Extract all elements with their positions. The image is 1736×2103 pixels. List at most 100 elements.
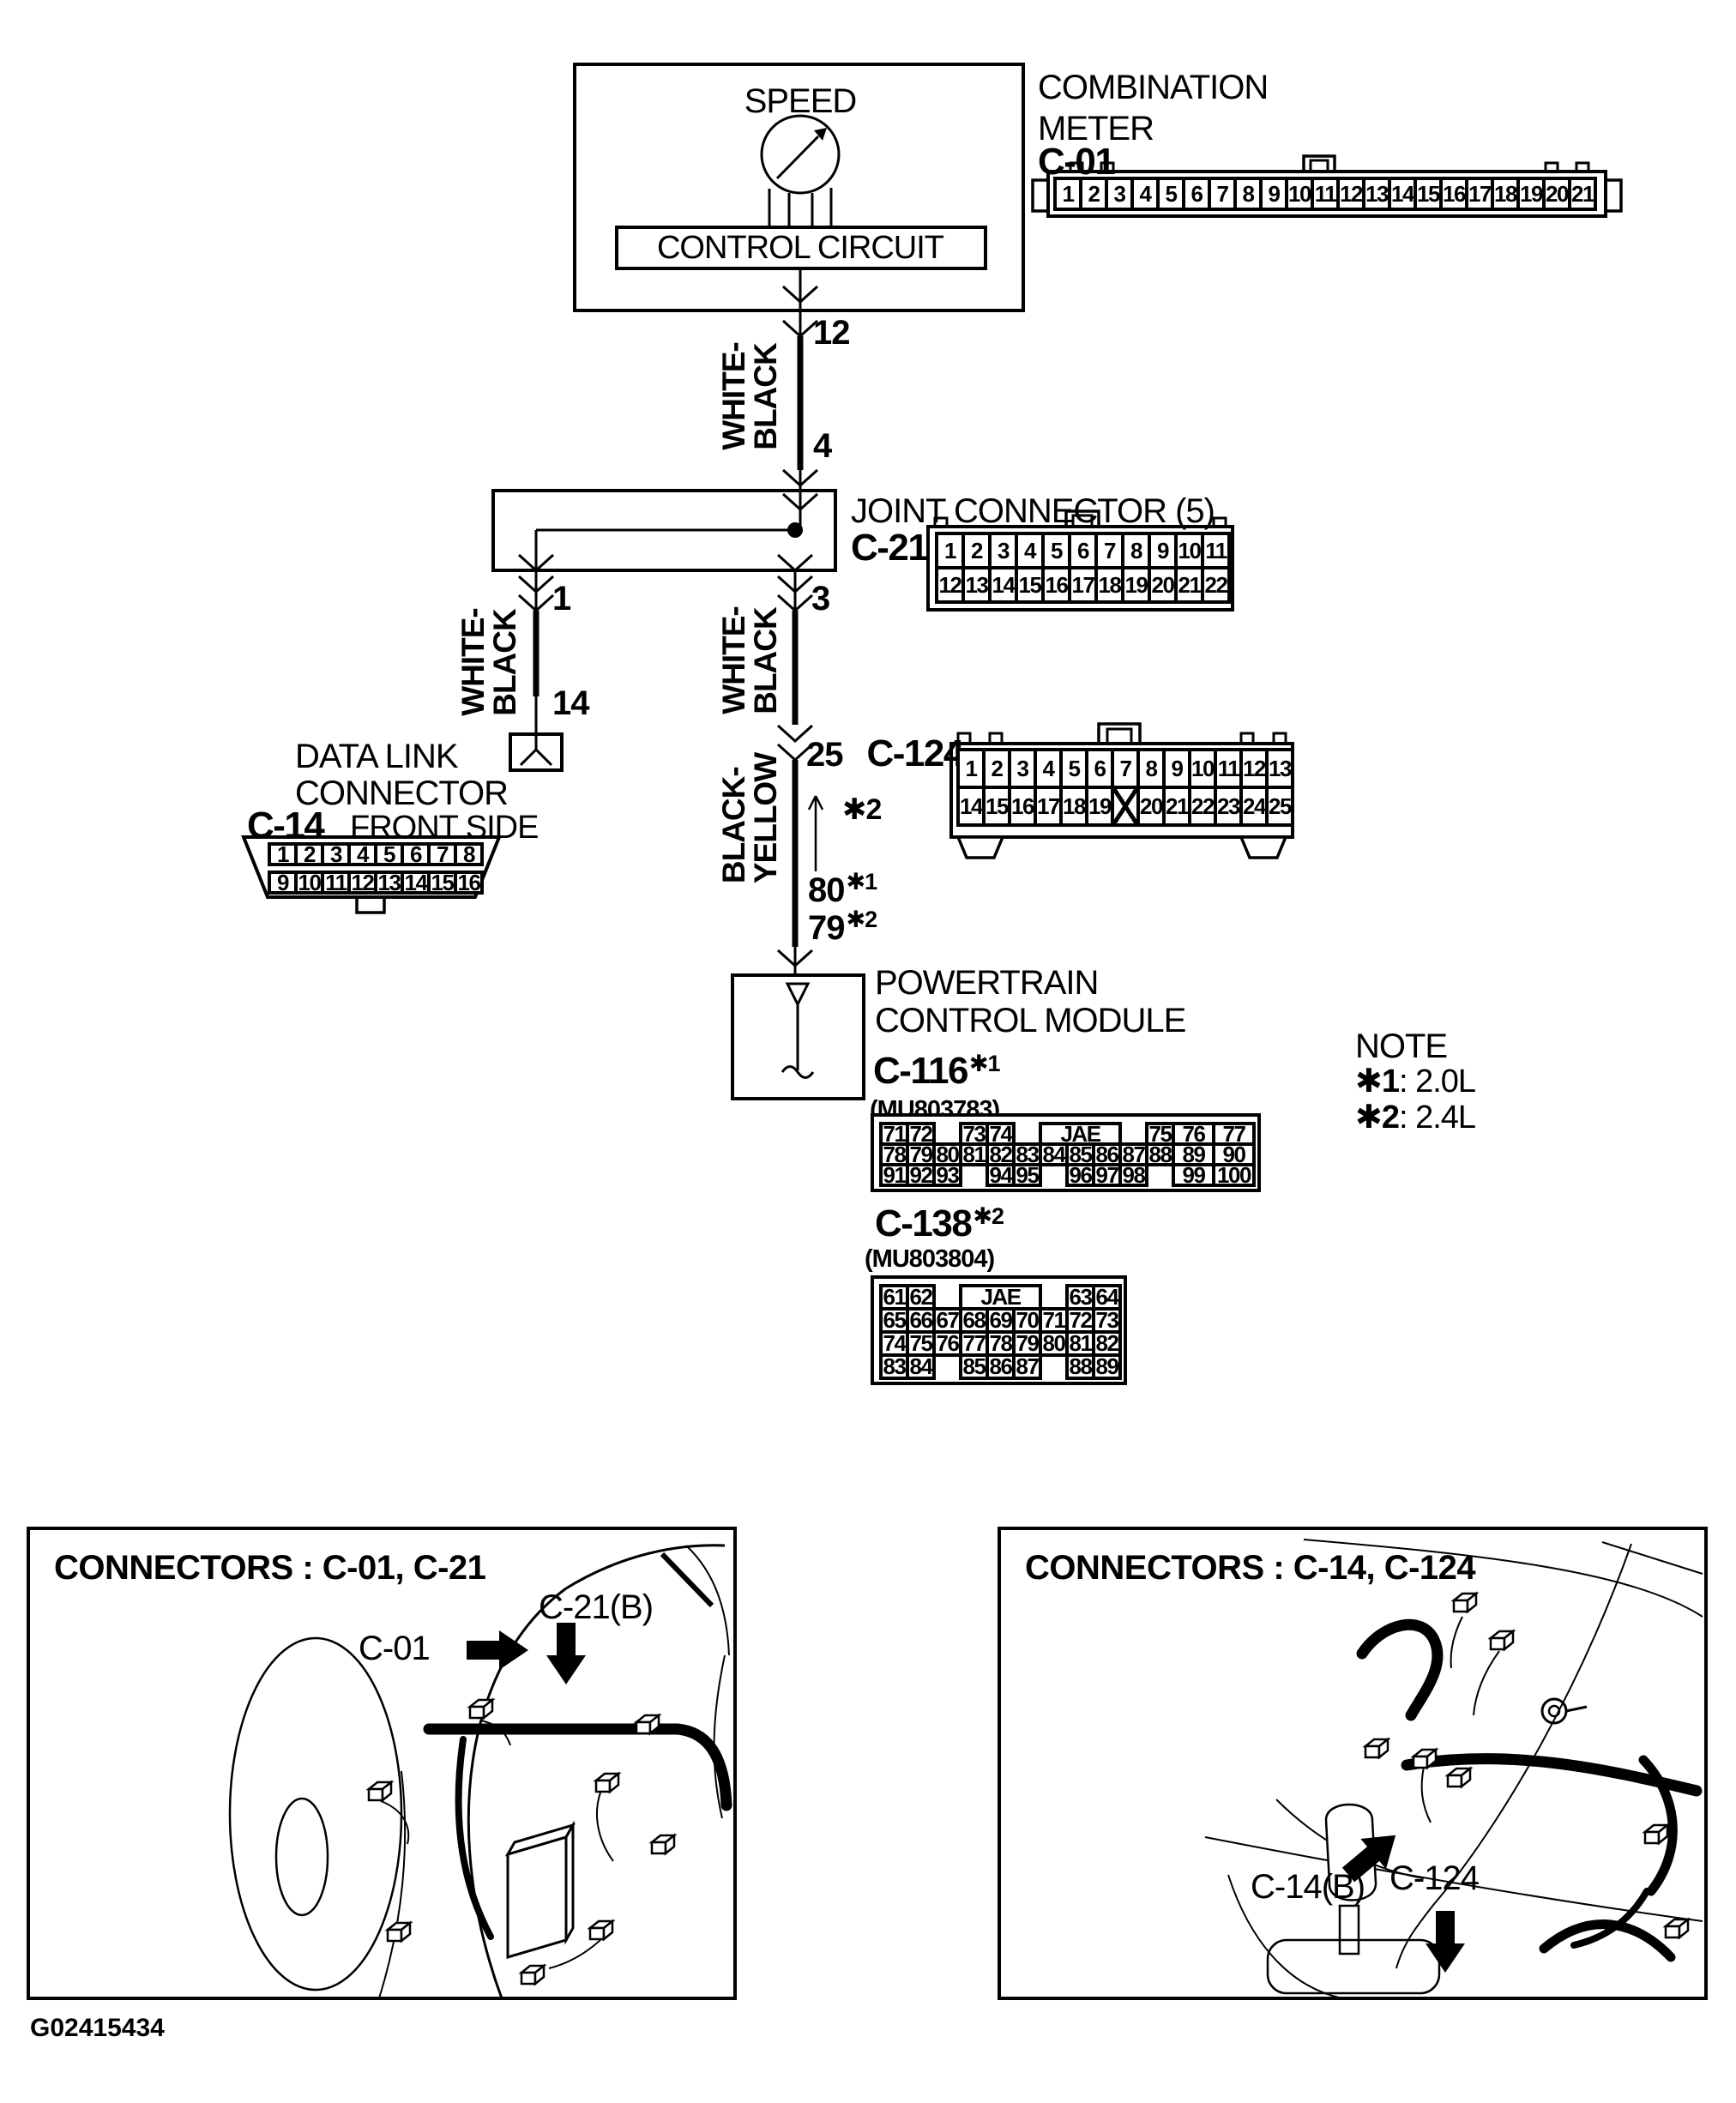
pin-cell bbox=[1111, 786, 1140, 827]
pin-cell: 4 bbox=[1015, 532, 1045, 569]
pin-cell: 7 bbox=[1208, 177, 1237, 211]
wire-pin-14: 14 bbox=[552, 684, 589, 722]
joint-connector-label: JOINT CONNECTOR (5) bbox=[851, 492, 1215, 530]
pin-cell: 13 bbox=[1362, 177, 1391, 211]
wire-color-black-yellow: BLACK-YELLOW bbox=[716, 752, 783, 884]
control-circuit-label: CONTROL CIRCUIT bbox=[656, 230, 944, 266]
pin-cell: 12 bbox=[1336, 177, 1365, 211]
pin-cell: 16 bbox=[1041, 566, 1071, 604]
pin-cell: 1 bbox=[1053, 177, 1082, 211]
pin-cell: 4 bbox=[1034, 748, 1063, 789]
pin-cell: 14 bbox=[988, 566, 1018, 604]
note-title: NOTE bbox=[1355, 1027, 1448, 1065]
pin-cell: 2 bbox=[1079, 177, 1108, 211]
pin-cell: 8 bbox=[1233, 177, 1263, 211]
pin-cell-blank bbox=[1039, 1353, 1069, 1380]
callout-c14b: C-14(B) bbox=[1251, 1868, 1365, 1906]
pin-cell: 5 bbox=[1059, 748, 1088, 789]
note-mark-2: ✱2 bbox=[842, 793, 882, 826]
pin-cell: 2 bbox=[982, 748, 1011, 789]
pin-cell: 20 bbox=[1148, 566, 1178, 604]
c01-id: C-01 bbox=[1038, 141, 1116, 183]
pin-cell: 24 bbox=[1239, 786, 1269, 827]
pin-cell: 11 bbox=[1214, 748, 1243, 789]
pin-cell-blank bbox=[959, 1163, 989, 1187]
artwork-code: G02415434 bbox=[30, 2014, 165, 2042]
note-item-1: ✱1: 2.0L bbox=[1355, 1064, 1476, 1100]
wire-pin-1: 1 bbox=[552, 580, 571, 618]
pin-cell: 67 bbox=[932, 1307, 962, 1334]
pin-cell: 68 bbox=[959, 1307, 989, 1334]
pin-cell: 21 bbox=[1162, 786, 1191, 827]
pin-cell: 9 bbox=[268, 870, 298, 895]
pin-cell: 1 bbox=[956, 748, 986, 789]
pin-cell-blank bbox=[932, 1353, 962, 1380]
pin-cell: 11 bbox=[1311, 177, 1340, 211]
joint-connector-box bbox=[491, 489, 837, 572]
pin-cell-blank bbox=[1039, 1163, 1069, 1187]
pin-cell: 5 bbox=[1156, 177, 1185, 211]
c14-connector-frame bbox=[241, 835, 502, 914]
pin-cell: 76 bbox=[932, 1330, 962, 1357]
pin-cell: 15 bbox=[1414, 177, 1443, 211]
panel-left-title: CONNECTORS : C-01, C-21 bbox=[54, 1549, 486, 1587]
note-item-2: ✱2: 2.4L bbox=[1355, 1100, 1476, 1136]
pin-cell: 25 bbox=[1265, 786, 1294, 827]
pin-cell: 69 bbox=[986, 1307, 1016, 1334]
pin-cell: 20 bbox=[1136, 786, 1166, 827]
pin-cell: 23 bbox=[1214, 786, 1243, 827]
pin-cell: 14 bbox=[1388, 177, 1417, 211]
wire-pin-79: 79✱2 bbox=[808, 907, 877, 947]
pin-cell: 7 bbox=[1111, 748, 1140, 789]
wire-joint-to-pcm bbox=[776, 570, 824, 975]
pin-cell: 8 bbox=[454, 841, 484, 867]
wire-color-white-black-2: WHITE-BLACK bbox=[455, 608, 522, 716]
pin-cell: 9 bbox=[1148, 532, 1178, 569]
pin-cell: 5 bbox=[1041, 532, 1071, 569]
pin-cell: 18 bbox=[1059, 786, 1088, 827]
pin-cell: 6 bbox=[1085, 748, 1114, 789]
panel-right-title: CONNECTORS : C-14, C-124 bbox=[1025, 1549, 1476, 1587]
c138-id: C-138✱2 bbox=[875, 1202, 1004, 1244]
dlc-name-line2: CONNECTOR bbox=[295, 774, 509, 812]
pin-cell: 91 bbox=[879, 1162, 909, 1188]
pin-cell: 95 bbox=[1012, 1162, 1042, 1188]
pin-cell: 19 bbox=[1085, 786, 1114, 827]
meter-name-line1: COMBINATION bbox=[1038, 69, 1269, 106]
pin-cell: 14 bbox=[956, 786, 986, 827]
pin-cell: 15 bbox=[1015, 566, 1045, 604]
pin-cell: 9 bbox=[1259, 177, 1288, 211]
pin-cell: 17 bbox=[1068, 566, 1098, 604]
pin-cell: 21 bbox=[1568, 177, 1597, 211]
c116-id: C-116✱1 bbox=[873, 1050, 1001, 1092]
wire-pin-12: 12 bbox=[813, 314, 850, 352]
wire-pin-80: 80✱1 bbox=[808, 869, 877, 909]
pin-cell: 16 bbox=[1439, 177, 1468, 211]
pin-cell: 82 bbox=[1092, 1330, 1122, 1357]
pin-cell: 61 bbox=[879, 1284, 909, 1311]
pin-cell: 70 bbox=[1012, 1307, 1042, 1334]
pin-cell: 75 bbox=[906, 1330, 936, 1357]
pin-cell: 17 bbox=[1034, 786, 1063, 827]
pin-cell: 1 bbox=[268, 841, 298, 867]
pin-cell: 16 bbox=[454, 870, 484, 895]
pin-cell: 94 bbox=[986, 1162, 1016, 1188]
pin-cell: 10 bbox=[294, 870, 324, 895]
pin-cell: 96 bbox=[1065, 1162, 1095, 1188]
dlc-name-line1: DATA LINK bbox=[295, 738, 459, 775]
pin-cell: 6 bbox=[1068, 532, 1098, 569]
pin-cell: 88 bbox=[1065, 1353, 1095, 1380]
pin-cell: 7 bbox=[427, 841, 457, 867]
pin-cell: 89 bbox=[1092, 1353, 1122, 1380]
pin-cell: 4 bbox=[347, 841, 377, 867]
pin-cell: 10 bbox=[1174, 532, 1204, 569]
panel-left-artwork bbox=[228, 1544, 732, 1999]
wire-pin-4: 4 bbox=[813, 427, 832, 465]
pin-cell: 1 bbox=[935, 532, 965, 569]
wire-meter-to-joint bbox=[781, 268, 819, 530]
pin-cell: 100 bbox=[1212, 1162, 1256, 1188]
